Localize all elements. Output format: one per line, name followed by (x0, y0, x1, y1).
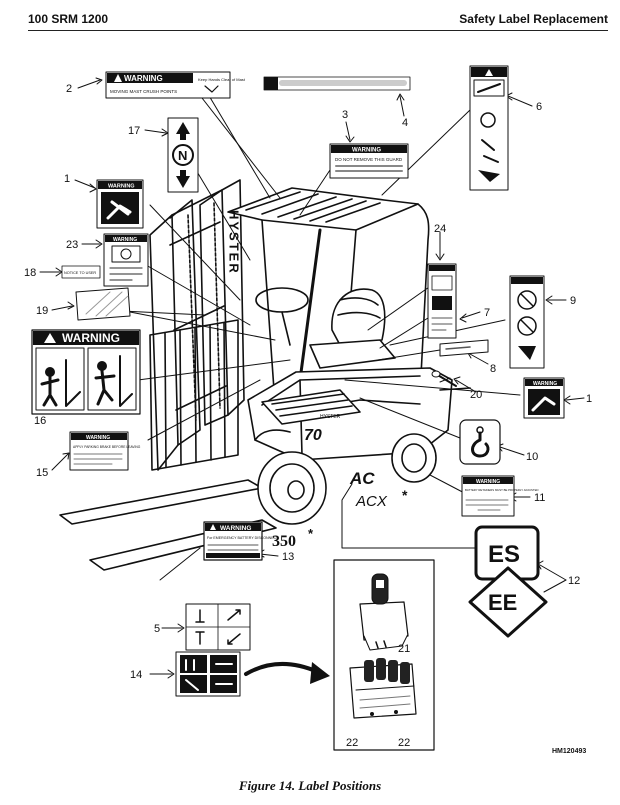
label-1-right-hand: WARNING (523, 377, 565, 419)
callout-1b: 1 (586, 393, 592, 405)
label-18-text: NOTICE TO USER (64, 271, 96, 275)
callout-17: 17 (128, 125, 140, 137)
callout-23: 23 (66, 239, 78, 251)
label-9 (509, 275, 545, 369)
label-16-warning-text: WARNING (62, 331, 120, 345)
label-13-warning: WARNING (220, 525, 251, 532)
label-13-text: For EMERGENCY BATTERY DISCONNECT (207, 536, 279, 540)
control-panel-box (333, 559, 435, 751)
label-6-tall (469, 65, 509, 191)
callout-6: 6 (536, 101, 542, 113)
callout-22a: 22 (346, 737, 358, 749)
label-1a-warning: WARNING (108, 184, 135, 190)
label-1-left-hand: WARNING (96, 179, 144, 229)
label-23: WARNING (103, 233, 149, 287)
label-13-battery: WARNING For EMERGENCY BATTERY DISCONNECT (203, 521, 279, 561)
forklift-drawing (59, 179, 471, 571)
label-18-notice: NOTICE TO USER (61, 265, 101, 279)
label-3-do-not-remove: WARNING DO NOT REMOVE THIS GUARD (329, 143, 409, 179)
label-14-controls (175, 651, 241, 697)
model-350: 350 (272, 533, 296, 550)
callout-14: 14 (130, 669, 142, 681)
label-11-warning: WARNING (476, 479, 500, 485)
label-5-controls (185, 603, 251, 651)
figure-code: HM120493 (552, 748, 587, 755)
label-23-warning: WARNING (113, 237, 137, 243)
callout-5: 5 (154, 623, 160, 635)
callout-13: 13 (282, 551, 294, 563)
reference-arrowhead (310, 662, 330, 684)
label-12-ee: EE (488, 590, 517, 615)
label-3-text: DO NOT REMOVE THIS GUARD (335, 157, 403, 162)
callout-3: 3 (342, 109, 348, 121)
callout-8: 8 (490, 363, 496, 375)
callout-2: 2 (66, 83, 72, 95)
callout-12: 12 (568, 575, 580, 587)
callout-4: 4 (402, 117, 408, 129)
callout-7: 7 (484, 307, 490, 319)
callout-15: 15 (36, 467, 48, 479)
callout-22b: 22 (398, 737, 410, 749)
label-2-warning: WARNING (124, 74, 163, 83)
reference-arrow (244, 662, 320, 676)
label-17-direction: N (167, 117, 199, 193)
acx-logo: ACX (355, 493, 388, 510)
model-350-star: * (308, 526, 314, 541)
callout-9: 9 (570, 295, 576, 307)
figure-caption: Figure 14. Label Positions (238, 778, 382, 793)
truck-model-70: 70 (304, 427, 322, 444)
label-8-tag (439, 339, 489, 357)
callout-10: 10 (526, 451, 538, 463)
label-19-plate (75, 287, 131, 321)
label-12-es: ES (488, 541, 520, 568)
label-2-moving-mast: WARNING MOVING MAST CRUSH POINTS Keep Ha… (105, 71, 246, 99)
label-11-warning: WARNING BATTERY RETAINERS MUST BE PROPER… (461, 475, 538, 517)
callout-21: 21 (398, 643, 410, 655)
ac-logo: AC (349, 469, 375, 488)
callout-11: 11 (534, 492, 545, 504)
label-15-warning: WARNING APPLY PARKING BRAKE BEFORE LEAVI… (69, 431, 141, 471)
callout-1a: 1 (64, 173, 70, 185)
callout-20: 20 (470, 389, 482, 401)
label-10-hook (459, 419, 501, 465)
label-12-es-ee: ES EE (468, 525, 548, 638)
callout-24: 24 (434, 223, 446, 235)
label-15-text: APPLY PARKING BRAKE BEFORE LEAVING (73, 445, 141, 449)
label-2-text: MOVING MAST CRUSH POINTS (110, 89, 177, 94)
callout-16: 16 (34, 415, 46, 427)
label-4-strip (263, 76, 411, 91)
body-brand-text: HYSTER (320, 414, 341, 420)
ac-logo-group: AC ACX * (349, 469, 408, 510)
label-3-warning: WARNING (352, 148, 381, 154)
label-17-n: N (178, 148, 187, 163)
header-rule (28, 30, 608, 31)
label-24 (427, 263, 457, 339)
acx-star: * (402, 487, 408, 503)
label-2-keep-hands: Keep Hands Clear of Mast (198, 77, 246, 82)
document-id: 100 SRM 1200 (28, 12, 109, 26)
label-11-text: BATTERY RETAINERS MUST BE PROPERLY ADJUS… (465, 488, 538, 492)
label-20-pin (431, 370, 457, 387)
callout-19: 19 (36, 305, 48, 317)
label-1b-warning: WARNING (533, 381, 557, 387)
label-15-warning: WARNING (86, 435, 110, 441)
label-16-warning: WARNING (31, 329, 141, 415)
callout-18: 18 (24, 267, 36, 279)
section-title: Safety Label Replacement (459, 12, 608, 26)
